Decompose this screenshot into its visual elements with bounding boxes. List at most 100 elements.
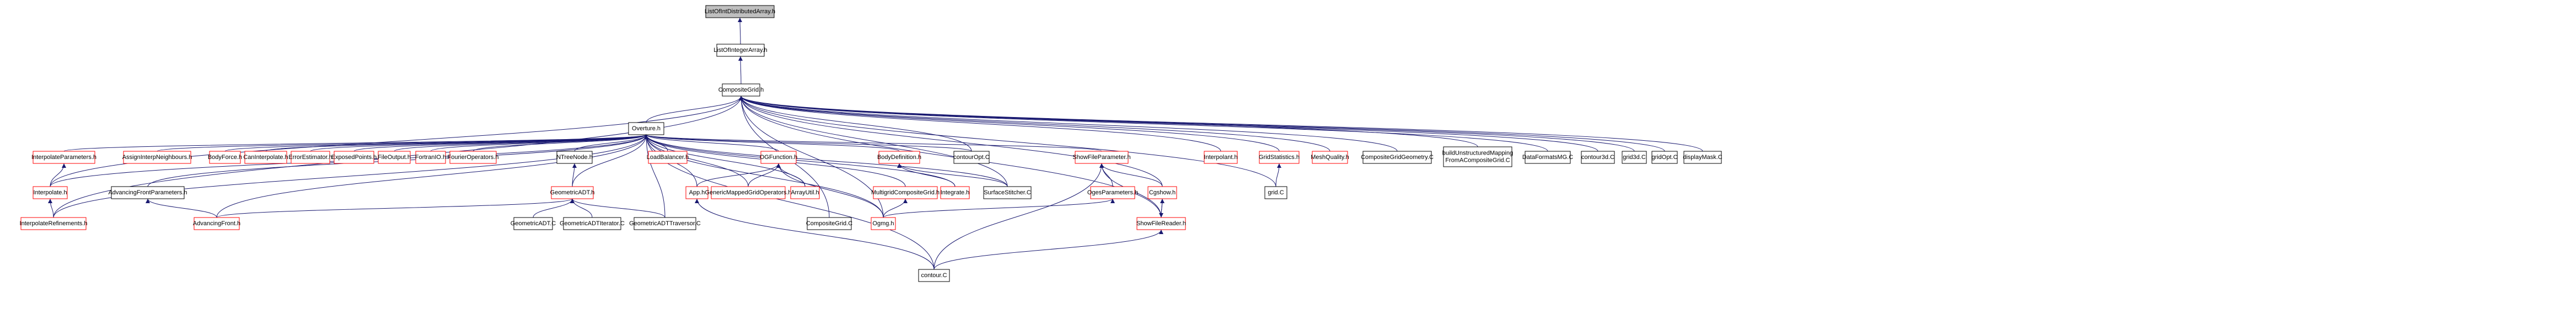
node-box (1147, 186, 1177, 199)
node-gridOpt[interactable]: gridOpt.C (1651, 151, 1678, 164)
node-SurfaceStitcher[interactable]: SurfaceStitcher.C (983, 186, 1032, 199)
node-box (1090, 186, 1135, 199)
node-box (415, 151, 446, 164)
node-label: Ogmg.h (872, 220, 894, 227)
node-FortranIO[interactable]: FortranIO.h (415, 151, 446, 164)
edge-ShowFileParameter-to-Cgshow (1099, 163, 1163, 187)
node-ListOfIntDistributedArray[interactable]: ListOfIntDistributedArray.h (705, 5, 775, 18)
node-gridC[interactable]: grid.C (1264, 186, 1287, 199)
node-label: Interpolate.h (33, 189, 67, 196)
node-box (716, 44, 765, 57)
edge-CompositeGrid-to-ShowFileReader (739, 96, 1162, 218)
node-ListOfIntegerArray[interactable]: ListOfIntegerArray.h (713, 44, 768, 57)
node-box (871, 217, 896, 230)
node-box (807, 217, 852, 230)
node-App[interactable]: App.h (685, 186, 709, 199)
node-GeometricADTTraversor[interactable]: GeometricADTTraversor.C (629, 217, 701, 230)
node-GeometricADTC[interactable]: GeometricADT.C (511, 217, 556, 230)
node-DataFormatsMG[interactable]: DataFormatsMG.C (1522, 151, 1573, 164)
node-FileOutput[interactable]: FileOutput.h (378, 151, 411, 164)
node-BodyForce[interactable]: BodyForce.h (208, 151, 242, 164)
edge-Overture-to-FourierOperators (473, 134, 648, 152)
edge-Overture-to-Integrate (644, 134, 956, 187)
edge-Overture-to-ShowFileParameter (644, 134, 1102, 152)
node-label: CompositeGridGeometry.C (1361, 154, 1434, 161)
node-AssignInterpNeighbours[interactable]: AssignInterpNeighbours.h (122, 151, 192, 164)
node-label: grid3d.C (1623, 154, 1646, 161)
node-box (1581, 151, 1615, 164)
node-box (1204, 151, 1238, 164)
edge-GeometricADT-to-GeometricADTTraversor (570, 198, 666, 218)
node-label: contourOpt.C (953, 154, 989, 161)
edge-AdvancingFrontParameters-to-AdvancingFront (146, 198, 217, 218)
node-label: gridOpt.C (1651, 154, 1677, 161)
node-label: ShowFileParameter.h (1072, 154, 1130, 161)
edge-CompositeGrid-to-gridC (739, 96, 1276, 187)
node-GenericMappedGridOperators[interactable]: GenericMappedGridOperators.h (705, 186, 792, 199)
node-displayMask[interactable]: displayMask.C (1683, 151, 1722, 164)
node-box (378, 151, 411, 164)
node-CompositeGridC[interactable]: CompositeGrid.C (806, 217, 852, 230)
node-label: OGFunction.h (760, 154, 797, 161)
node-contourOptC[interactable]: contourOpt.C (953, 151, 990, 164)
node-contour3d[interactable]: contour3d.C (1581, 151, 1615, 164)
node-Ogmg[interactable]: Ogmg.h (871, 217, 896, 230)
node-contourC[interactable]: contour.C (918, 269, 950, 282)
edge-OgesParameters-to-Ogmg (883, 198, 1115, 218)
node-label: FromACompositeGrid.C (1445, 157, 1510, 163)
edge-Overture-to-NTreeNode (574, 134, 648, 152)
node-ShowFileReader[interactable]: ShowFileReader.h (1136, 217, 1186, 230)
node-FourierOperators[interactable]: FourierOperators.h (448, 151, 499, 164)
node-CompositeGrid[interactable]: CompositeGrid.h (718, 83, 764, 97)
node-box (551, 186, 594, 199)
node-label: CompositeGrid.h (718, 87, 764, 93)
node-GeometricADT[interactable]: GeometricADT.h (550, 186, 595, 199)
node-OGFunction[interactable]: OGFunction.h (760, 151, 797, 164)
node-box (1525, 151, 1571, 164)
node-label: GridStatistics.h (1259, 154, 1300, 161)
node-box (711, 186, 786, 199)
node-box (878, 151, 920, 164)
node-MeshQuality[interactable]: MeshQuality.h (1311, 151, 1349, 164)
node-box (209, 151, 241, 164)
edge-OGFunction-to-App (696, 163, 781, 187)
node-GeometricADTIterator[interactable]: GeometricADTIterator.C (560, 217, 625, 230)
edge-Overture-to-OGFunction (644, 134, 779, 152)
node-box (33, 186, 68, 199)
node-ErrorEstimator[interactable]: ErrorEstimator.h (288, 151, 332, 164)
node-AdvancingFront[interactable]: AdvancingFront.h (193, 217, 240, 230)
node-Integrate[interactable]: Integrate.h (940, 186, 970, 199)
node-CompositeGridGeometry[interactable]: CompositeGridGeometry.C (1361, 151, 1434, 164)
node-ExposedPoints[interactable]: ExposedPoints.h (331, 151, 377, 164)
edge-CompositeGrid-to-Cgshow (739, 96, 1163, 187)
node-label: SurfaceStitcher.C (984, 189, 1031, 196)
node-Interpolate[interactable]: Interpolate.h (33, 186, 68, 199)
node-OgesParameters[interactable]: OgesParameters.h (1087, 186, 1138, 199)
edge-Overture-to-InterpolateRefinements (53, 134, 648, 218)
node-MultigridCompositeGrid[interactable]: MultigridCompositeGrid.h (871, 186, 940, 199)
node-Cgshow[interactable]: Cgshow.h (1147, 186, 1177, 199)
node-ArrayUtil[interactable]: ArrayUtil.h (790, 186, 820, 199)
node-Overture[interactable]: Overture.h (628, 122, 664, 135)
node-ShowFileParameter[interactable]: ShowFileParameter.h (1072, 151, 1131, 164)
node-label: Cgshow.h (1149, 189, 1176, 196)
edge-InterpolateParameters-to-Interpolate (50, 163, 66, 187)
node-label: contour.C (921, 272, 947, 279)
node-label: FourierOperators.h (448, 154, 499, 161)
node-label: AssignInterpNeighbours.h (122, 154, 192, 161)
node-InterpolateRefinements[interactable]: InterpolateRefinements.h (20, 217, 88, 230)
node-AdvancingFrontParameters[interactable]: AdvancingFrontParameters.h (108, 186, 187, 199)
node-grid3d[interactable]: grid3d.C (1622, 151, 1647, 164)
node-BodyDefinition[interactable]: BodyDefinition.h (877, 151, 921, 164)
node-InterpolateParameters[interactable]: InterpolateParameters.h (31, 151, 96, 164)
edge-CompositeGrid-to-Interpolant (739, 96, 1221, 152)
node-LoadBalancer[interactable]: LoadBalancer.h (647, 151, 689, 164)
node-box (1264, 186, 1287, 199)
node-Interpolant[interactable]: Interpolant.h (1204, 151, 1238, 164)
node-buildUnstructured[interactable]: buildUnstructuredMappingFromACompositeGr… (1442, 146, 1513, 167)
node-NTreeNode[interactable]: NTreeNode.h (556, 151, 593, 164)
node-CanInterpolate[interactable]: CanInterpolate.h (243, 151, 288, 164)
edge-CompositeGrid-to-Overture (646, 96, 743, 123)
node-GridStatistics[interactable]: GridStatistics.h (1259, 151, 1300, 164)
node-label: Overture.h (632, 125, 661, 132)
